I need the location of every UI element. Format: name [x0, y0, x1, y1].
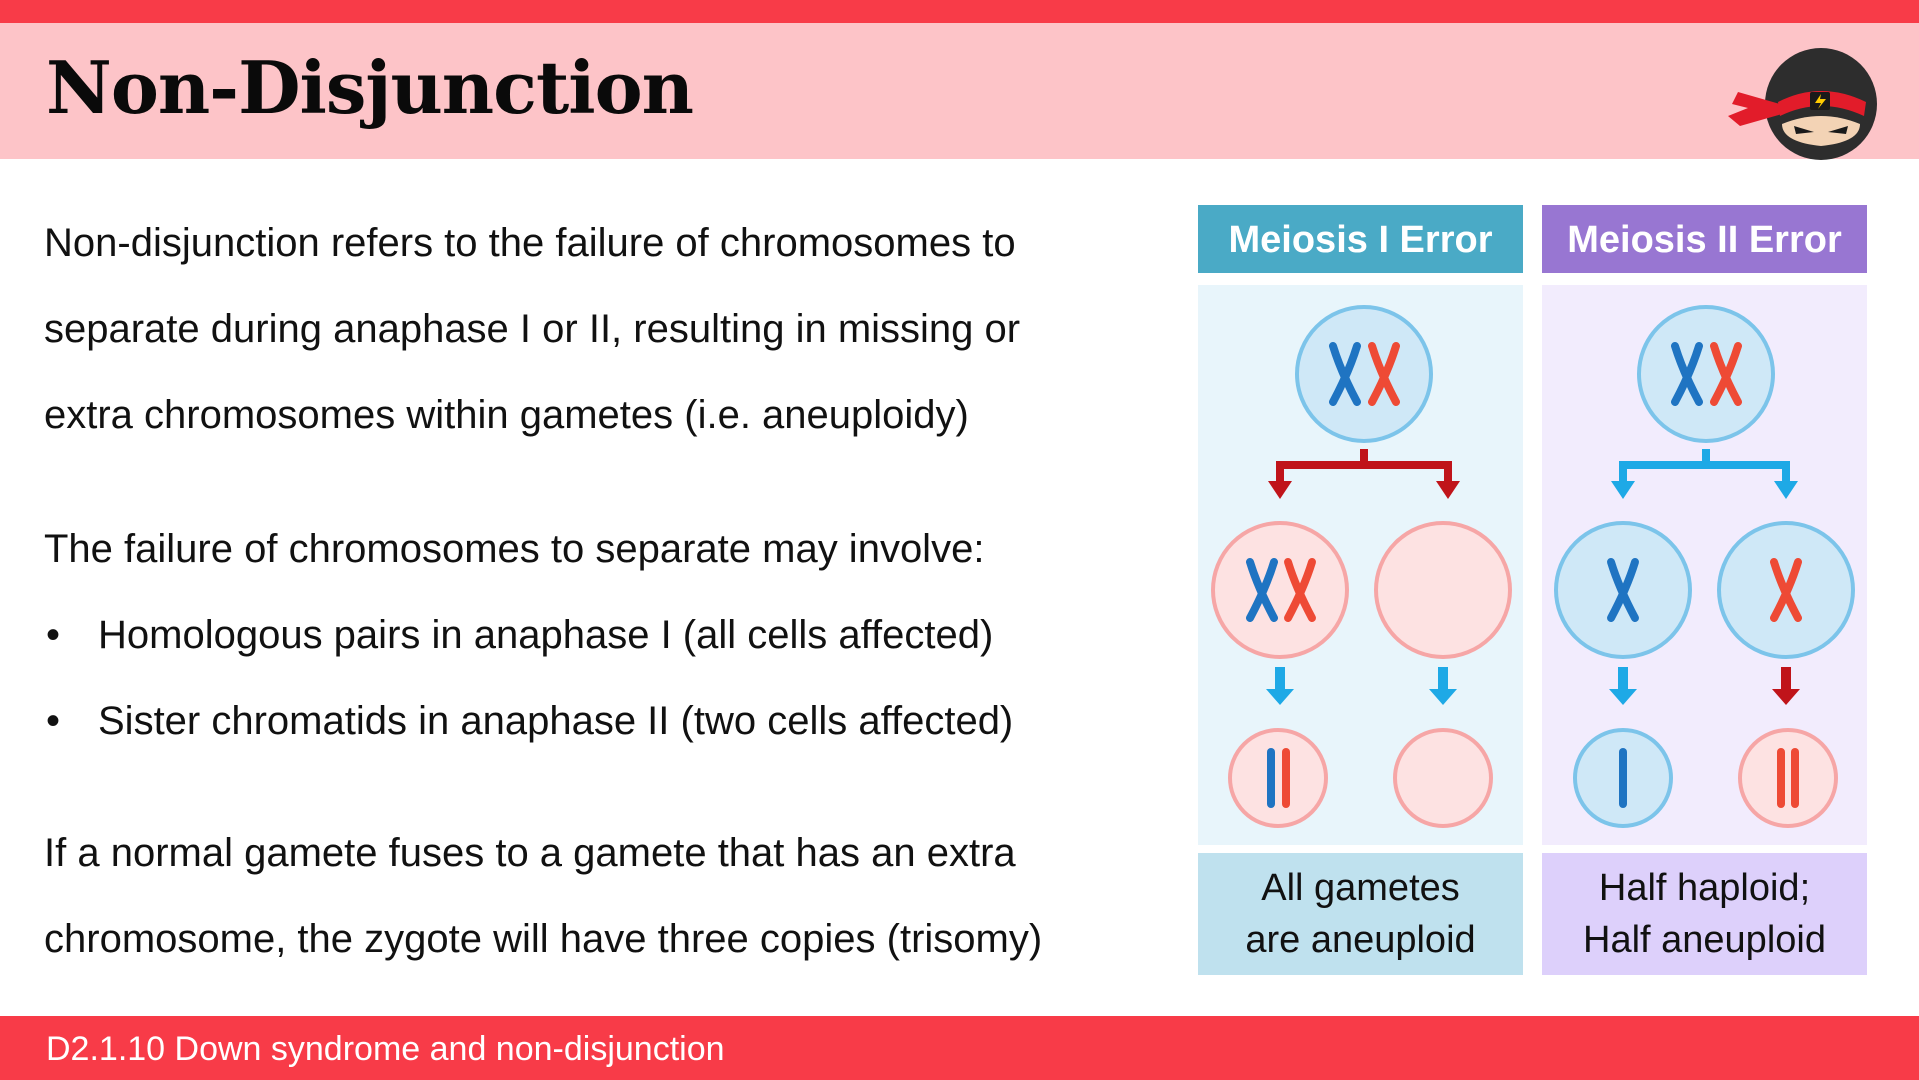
- meiosis-2-daughter-cell-right: [1717, 521, 1855, 659]
- ninja-mascot-icon: [1728, 48, 1877, 160]
- meiosis-2-header: Meiosis II Error: [1542, 205, 1867, 273]
- bullet-text: Homologous pairs in anaphase I (all cell…: [98, 613, 994, 657]
- caption-line: All gametes: [1261, 867, 1460, 909]
- bullet-item: • Sister chromatids in anaphase II (two …: [44, 678, 1164, 764]
- intro-line: extra chromosomes within gametes (i.e. a…: [44, 393, 969, 437]
- meiosis-2-split-arrow: [1611, 449, 1798, 499]
- title-band: [0, 23, 1919, 159]
- involve-heading: The failure of chromosomes to separate m…: [44, 527, 985, 571]
- meiosis-2-parent-cell: [1637, 305, 1775, 443]
- intro-line: separate during anaphase I or II, result…: [44, 307, 1021, 351]
- intro-paragraph: Non-disjunction refers to the failure of…: [44, 200, 1164, 458]
- meiosis-2-gamete-right: [1738, 728, 1838, 828]
- meiosis-1-gamete-right: [1393, 728, 1493, 828]
- footer-bar: [0, 1016, 1919, 1080]
- meiosis-2-down-arrows: [1609, 667, 1800, 705]
- text-column: Non-disjunction refers to the failure of…: [44, 200, 1164, 982]
- caption-line: Half haploid;: [1598, 867, 1811, 909]
- meiosis-1-down-arrows: [1266, 667, 1457, 705]
- meiosis-1-parent-cell: [1295, 305, 1433, 443]
- meiosis-1-header: Meiosis I Error: [1198, 205, 1523, 273]
- top-accent-bar: [0, 0, 1919, 23]
- meiosis-1-gamete-left: [1228, 728, 1328, 828]
- caption-line: are aneuploid: [1245, 919, 1476, 961]
- meiosis-2-daughter-cell-left: [1554, 521, 1692, 659]
- meiosis-1-split-arrow: [1268, 449, 1460, 499]
- bullet-dot: •: [46, 699, 61, 743]
- bullet-list: • Homologous pairs in anaphase I (all ce…: [44, 592, 1164, 764]
- conclusion-paragraph: If a normal gamete fuses to a gamete tha…: [44, 810, 1164, 982]
- non-disjunction-diagram: Meiosis I Error Meiosis II Error: [1198, 205, 1870, 975]
- meiosis-1-caption: All gametes are aneuploid: [1198, 853, 1523, 975]
- intro-line: Non-disjunction refers to the failure of…: [44, 221, 1016, 265]
- meiosis-1-daughter-cell-left: [1211, 521, 1349, 659]
- bullet-dot: •: [46, 613, 61, 657]
- footer-label: D2.1.10 Down syndrome and non-disjunctio…: [46, 1030, 725, 1068]
- conclusion-line: If a normal gamete fuses to a gamete tha…: [44, 831, 1016, 875]
- bullet-text: Sister chromatids in anaphase II (two ce…: [98, 699, 1014, 743]
- caption-line: Half aneuploid: [1583, 919, 1826, 961]
- page-title: Non-Disjunction: [46, 45, 694, 130]
- meiosis-2-gamete-left: [1573, 728, 1673, 828]
- cell-division-drawing: [1211, 305, 1855, 828]
- meiosis-2-caption: Half haploid; Half aneuploid: [1542, 853, 1867, 975]
- meiosis-1-daughter-cell-right: [1374, 521, 1512, 659]
- bullet-item: • Homologous pairs in anaphase I (all ce…: [44, 592, 1164, 678]
- conclusion-line: chromosome, the zygote will have three c…: [44, 917, 1043, 961]
